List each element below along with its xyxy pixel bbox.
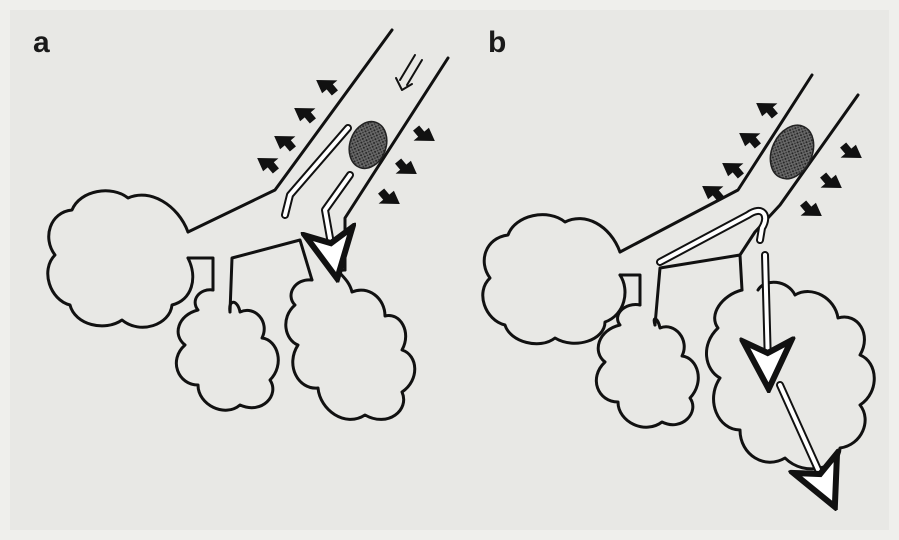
alveolar-sac-mid-a — [176, 290, 278, 410]
compression-arrow-b-7 — [795, 197, 824, 227]
alveolar-sac-left-b — [483, 215, 625, 344]
compression-arrow-b-5 — [835, 139, 864, 169]
compression-arrow-b-4 — [699, 176, 728, 206]
compression-arrow-a-1 — [313, 70, 342, 100]
compression-arrow-a-2 — [291, 98, 320, 128]
inspiration-arrow-a — [400, 55, 422, 85]
compression-arrow-a-6 — [390, 155, 419, 185]
alveolar-sac-right-a — [286, 270, 415, 419]
branch-mid-b — [655, 255, 742, 325]
compression-arrow-b-6 — [815, 169, 844, 199]
branch-mid-a — [230, 240, 312, 312]
compression-arrow-b-1 — [753, 93, 782, 123]
compression-arrow-b-2 — [736, 123, 765, 153]
compression-arrow-a-3 — [271, 126, 300, 156]
alveolar-sac-right-b — [706, 282, 874, 469]
mucus-plug-b — [762, 118, 822, 186]
alveolar-sac-left-a — [48, 191, 193, 327]
compression-arrow-a-7 — [373, 185, 402, 215]
compression-arrow-a-5 — [408, 122, 437, 152]
alveolar-sac-mid-b — [596, 305, 698, 428]
panel-a-diagram — [48, 30, 448, 419]
compression-arrow-a-4 — [254, 148, 283, 178]
panel-b-diagram — [483, 75, 874, 485]
